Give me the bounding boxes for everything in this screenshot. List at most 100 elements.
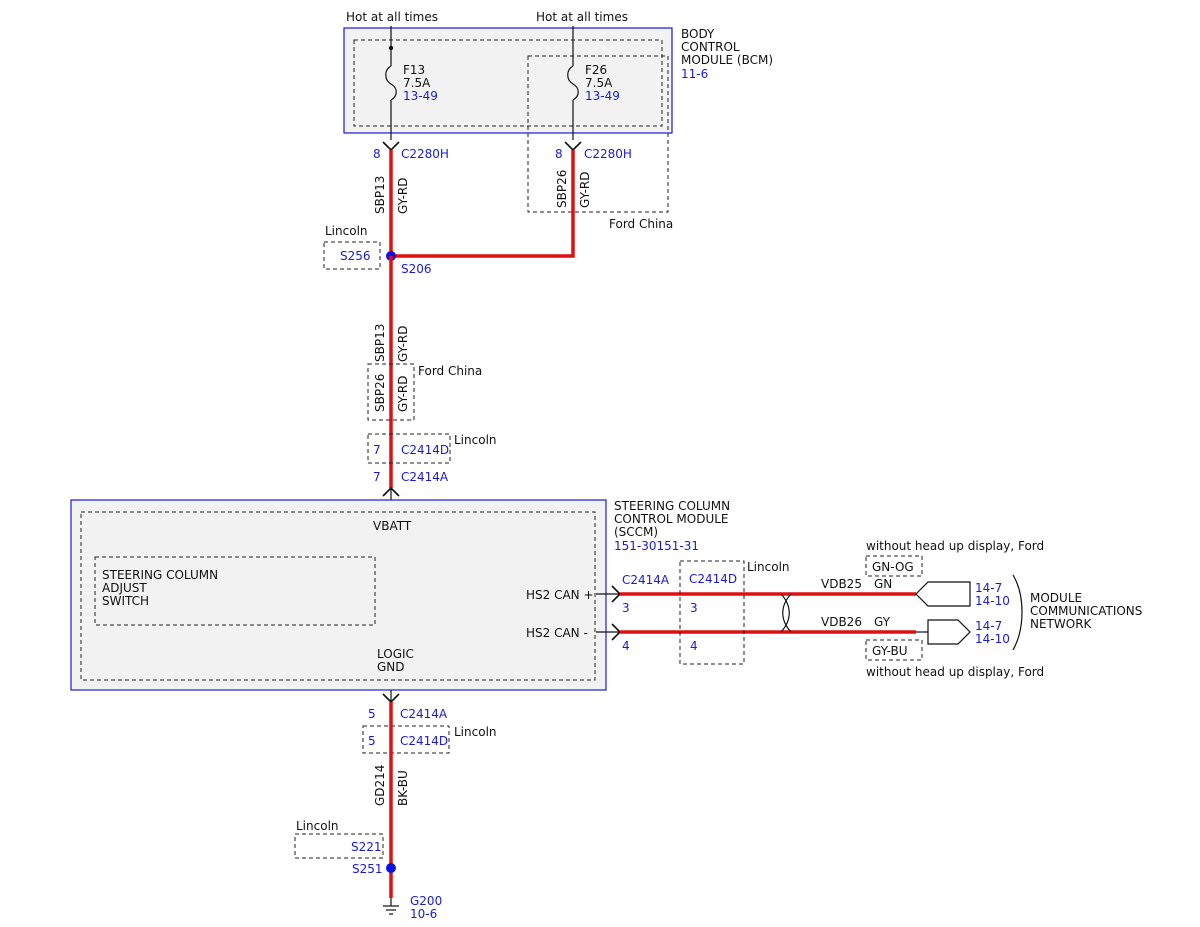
ford-china-top-label: Ford China	[609, 217, 673, 231]
hot-at-all-times-right: Hot at all times	[536, 10, 628, 24]
without-hud-bottom-label: without head up display, Ford	[866, 665, 1044, 679]
without-hud-top-label: without head up display, Ford	[866, 539, 1044, 553]
c2280h-left-pin: 8	[373, 147, 381, 161]
fuse-f13-rating: 7.5A	[403, 76, 431, 90]
c2414a-top-pin: 7	[373, 470, 381, 484]
adjust-switch-box	[94, 556, 376, 626]
fuse-f26-symbol	[567, 65, 579, 101]
lincoln-s221-label: Lincoln	[296, 819, 339, 833]
sccm-vbatt: VBATT	[373, 519, 412, 533]
c2414d-can-pin-plus: 3	[690, 601, 698, 615]
lincoln-c2414d-top-label: Lincoln	[454, 433, 497, 447]
wire-sbp26-color: GY-RD	[578, 171, 592, 208]
wire-sbp13-color: GY-RD	[396, 177, 410, 214]
sccm-can-minus: HS2 CAN -	[526, 626, 588, 640]
wire-vdb25-circuit: VDB25	[821, 577, 862, 591]
s256-variant-box	[323, 241, 381, 270]
network-name-line2: COMMUNICATIONS	[1030, 604, 1142, 618]
bcm-inner-dashed-box	[353, 39, 663, 127]
c2414d-top-pin: 7	[373, 443, 381, 457]
bcm-name-line3: MODULE (BCM)	[681, 53, 773, 67]
wire-gd214-color: BK-BU	[396, 770, 410, 806]
wire-sbp13-mid-color: GY-RD	[396, 325, 410, 362]
network-ref-bottom-1[interactable]: 14-7	[975, 619, 1002, 633]
splice-s251	[386, 863, 396, 873]
wire-vdb26-color: GY	[874, 615, 891, 629]
network-connector-plus	[915, 581, 971, 607]
adjust-switch-line3: SWITCH	[102, 594, 149, 608]
network-ref-bottom-2[interactable]: 14-10	[975, 632, 1010, 646]
twisted-pair-symbol	[780, 593, 792, 633]
wire-sbp26-upper	[391, 150, 575, 258]
network-ref-top-2[interactable]: 14-10	[975, 594, 1010, 608]
network-ref-top-1[interactable]: 14-7	[975, 581, 1002, 595]
lincoln-can-label: Lincoln	[747, 560, 790, 574]
c2414d-top-name[interactable]: C2414D	[401, 443, 449, 457]
splice-s221-label[interactable]: S221	[351, 840, 382, 854]
c2414d-can-variant-box	[679, 560, 745, 665]
c2414d-can-pin-minus: 4	[690, 639, 698, 653]
sccm-module: VBATT STEERING COLUMN ADJUST SWITCH HS2 …	[70, 499, 730, 691]
c2414d-bottom-pin: 5	[368, 734, 376, 748]
s221-variant-box	[294, 833, 384, 859]
sccm-name-line2: CONTROL MODULE	[614, 512, 729, 526]
fuse-f26: F26 7.5A 13-49	[567, 63, 620, 140]
fuse-f13: F13 7.5A 13-49	[385, 63, 438, 140]
wire-vdb25-alt-color: GN-OG	[872, 560, 914, 574]
sccm-ref[interactable]: 151-30151-31	[614, 539, 699, 553]
ground-symbol-icon	[383, 898, 399, 915]
splice-s206-label[interactable]: S206	[401, 262, 432, 276]
wire-sbp26-mid-color: GY-RD	[396, 375, 410, 412]
adjust-switch-line1: STEERING COLUMN	[102, 568, 218, 582]
wire-vdb26-alt-color: GY-BU	[872, 644, 908, 658]
c2414a-can-name[interactable]: C2414A	[622, 573, 670, 587]
c2414d-bottom-name[interactable]: C2414D	[400, 734, 448, 748]
network-name-line1: MODULE	[1030, 591, 1082, 605]
hot-at-all-times-left: Hot at all times	[346, 10, 438, 24]
splice-s256-label[interactable]: S256	[340, 249, 371, 263]
wire-sbp26-circuit: SBP26	[555, 170, 569, 208]
sccm-name-line1: STEERING COLUMN	[614, 499, 730, 513]
wire-vdb26-circuit: VDB26	[821, 615, 862, 629]
ground-name[interactable]: G200	[410, 894, 442, 908]
bcm-module: BODY CONTROL MODULE (BCM) 11-6	[343, 27, 773, 134]
bcm-ref[interactable]: 11-6	[681, 67, 708, 81]
sccm-logic-line1: LOGIC	[377, 647, 414, 661]
c2280h-left-name[interactable]: C2280H	[401, 147, 449, 161]
ground-ref[interactable]: 10-6	[410, 907, 437, 921]
wire-vdb25-color: GN	[874, 577, 892, 591]
c2414d-can-name[interactable]: C2414D	[689, 572, 737, 586]
sccm-box	[70, 499, 607, 691]
splice-s251-label[interactable]: S251	[352, 862, 383, 876]
wire-sbp26-mid-circuit: SBP26	[373, 374, 387, 412]
c2414a-bottom-pin: 5	[368, 707, 376, 721]
bcm-box	[343, 27, 673, 134]
adjust-switch-line2: ADJUST	[102, 581, 147, 595]
fuse-f13-symbol	[385, 65, 397, 101]
sccm-can-plus: HS2 CAN +	[526, 588, 594, 602]
sccm-logic-line2: GND	[377, 660, 405, 674]
fuse-f13-name: F13	[403, 63, 425, 77]
c2414d-bottom-variant-box	[362, 725, 450, 754]
c2280h-right-connector-arrow	[564, 141, 582, 152]
sccm-name-line3: (SCCM)	[614, 525, 658, 539]
network-connector-minus	[927, 619, 971, 645]
wire-sbp13-mid-circuit: SBP13	[373, 324, 387, 362]
fuse-f26-rating: 7.5A	[585, 76, 613, 90]
lincoln-c2414d-bottom-label: Lincoln	[454, 725, 497, 739]
c2280h-right-name[interactable]: C2280H	[584, 147, 632, 161]
feed-junction-dot	[388, 45, 394, 51]
wire-sbp13-circuit: SBP13	[373, 176, 387, 214]
fuse-f13-ref[interactable]: 13-49	[403, 89, 438, 103]
ford-china-mid-label: Ford China	[418, 364, 482, 378]
fuse-f26-name: F26	[585, 63, 607, 77]
c2414a-top-name[interactable]: C2414A	[401, 470, 449, 484]
ford-china-variant-box	[527, 55, 669, 213]
fuse-f26-ref[interactable]: 13-49	[585, 89, 620, 103]
gy-bu-variant-box	[865, 639, 923, 661]
lincoln-s256-label: Lincoln	[325, 224, 368, 238]
network-brace	[1012, 574, 1023, 651]
c2414a-bottom-name[interactable]: C2414A	[400, 707, 448, 721]
gn-og-variant-box	[865, 555, 923, 577]
